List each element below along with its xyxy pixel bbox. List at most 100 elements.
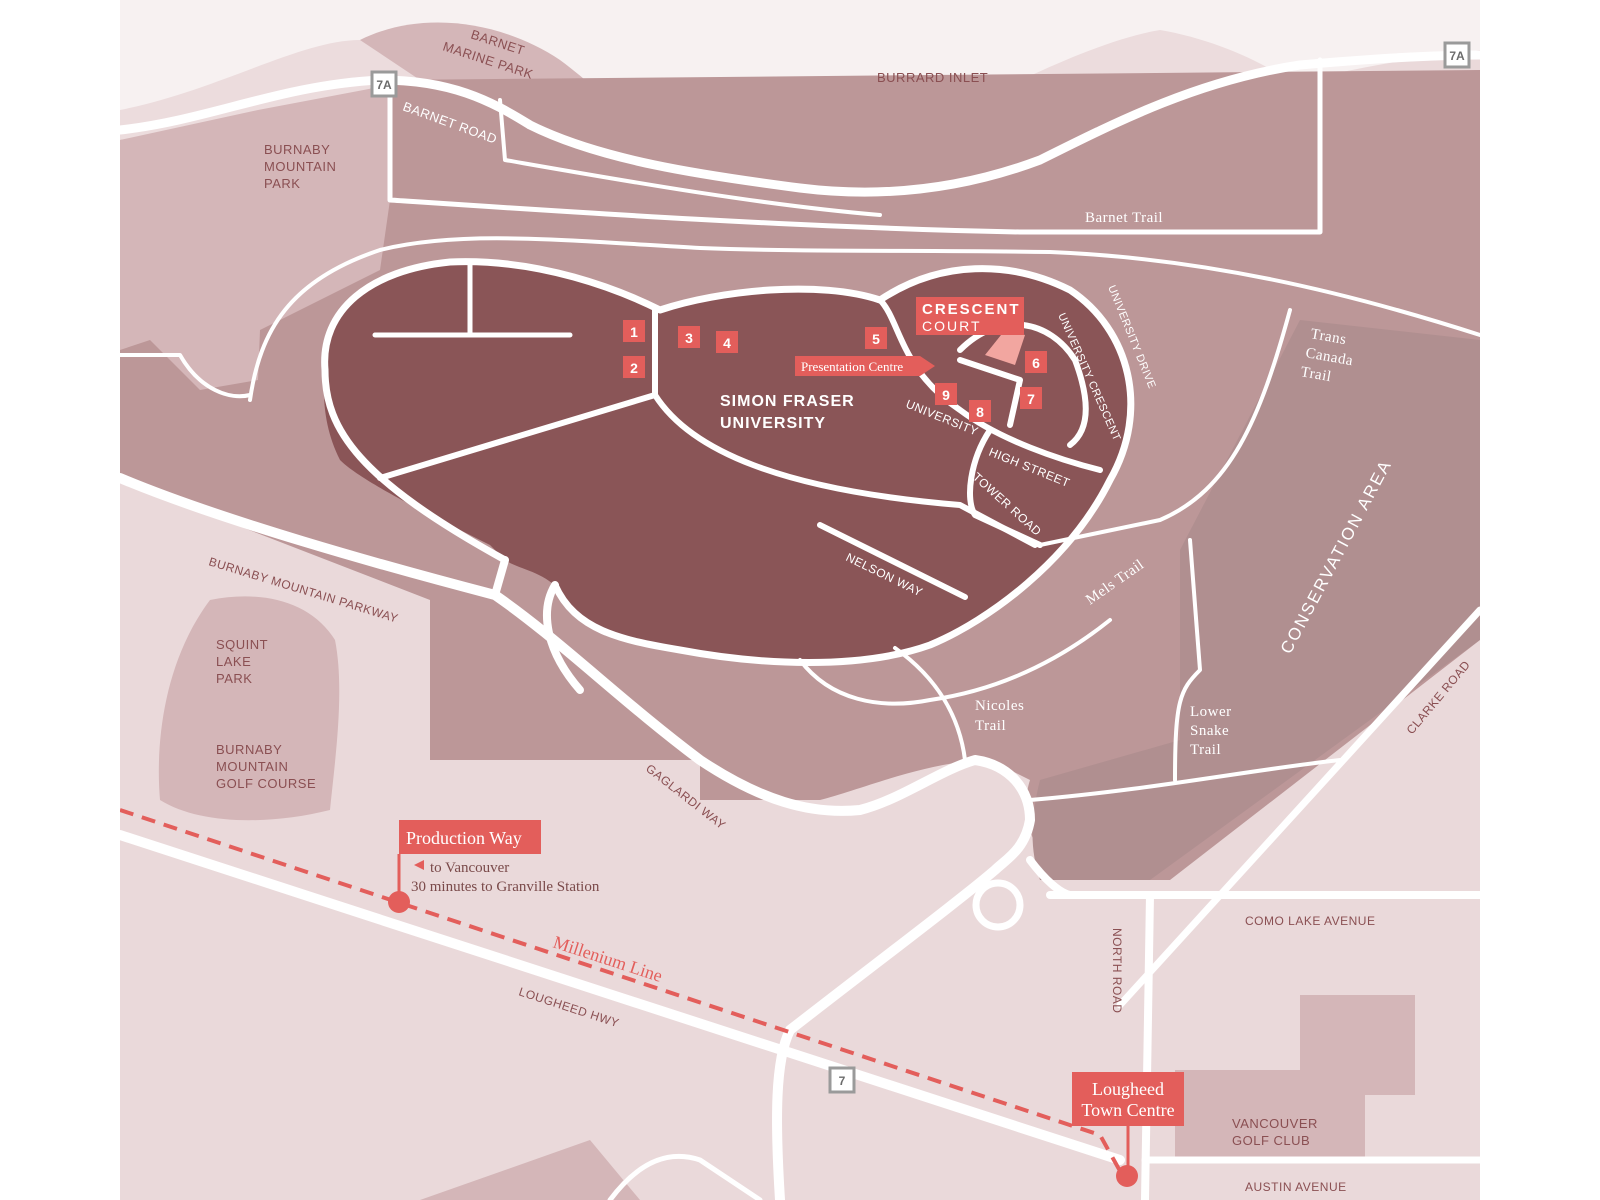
clarke-road-line: [1116, 606, 1484, 1009]
road-network: [115, 50, 1485, 1200]
golf-course-label-2: MOUNTAIN: [216, 759, 288, 774]
sfu-label-2: UNIVERSITY: [720, 415, 826, 432]
highway-shield-7: 7: [828, 1066, 856, 1094]
barnet-trail-west: [498, 98, 882, 217]
roundabout: [972, 879, 1024, 931]
lower-snake-trail-label-3: Trail: [1190, 742, 1221, 758]
ring-outer-trail: [248, 236, 1482, 402]
marker-3-label: 3: [685, 330, 693, 346]
crescent-court-title: CRESCENT: [922, 301, 1021, 318]
campus-south-loop: [543, 581, 584, 694]
marker-5-label: 5: [872, 331, 880, 347]
millenium-line-track: [119, 808, 1127, 1181]
to-vancouver-note: to Vancouver: [430, 860, 509, 876]
squint-lake-label-2: LAKE: [216, 654, 251, 669]
burnaby-mountain-park-label-1: BURNABY: [264, 142, 330, 157]
mels-trail-line: [1038, 308, 1292, 547]
highway-shield-label: 7: [839, 1074, 846, 1088]
mountain-park-road: [118, 353, 252, 399]
marker-8-label: 8: [976, 404, 984, 420]
golf-course-label-3: GOLF COURSE: [216, 776, 316, 791]
barnet-trail-line: [387, 57, 1323, 235]
squint-lake-label-1: SQUINT: [216, 637, 268, 652]
barnet-trail-label: Barnet Trail: [1085, 210, 1163, 226]
trans-canada-trail-label-1: Trans: [1309, 326, 1347, 348]
marker-7[interactable]: 7: [1020, 387, 1042, 409]
tower-road-cross: [957, 357, 1023, 428]
highway-shield-7a-west: 7A: [370, 70, 398, 98]
granville-time-note: 30 minutes to Granville Station: [411, 879, 600, 895]
presentation-centre-label: Presentation Centre: [801, 359, 903, 374]
burnaby-mountain-park-label-2: MOUNTAIN: [264, 159, 336, 174]
marker-9-label: 9: [942, 387, 950, 403]
marker-6[interactable]: 6: [1025, 351, 1047, 373]
arrow-left-icon: [414, 860, 424, 870]
nicoles-trail-label-1: Nicoles: [975, 698, 1024, 714]
presentation-centre-callout[interactable]: Presentation Centre: [795, 356, 935, 376]
lougheed-label-2: Town Centre: [1081, 1100, 1174, 1120]
lower-snake-trail-line: [1173, 538, 1202, 782]
burnaby-mountain-park-label-3: PARK: [264, 176, 300, 191]
crescent-court-callout[interactable]: CRESCENT COURT: [916, 297, 1024, 335]
marker-8[interactable]: 8: [969, 400, 991, 422]
highway-shield-label: 7A: [376, 78, 392, 92]
marker-1[interactable]: 1: [623, 320, 645, 342]
burnaby-mountain-park: [120, 85, 390, 390]
crescent-court-building: [985, 330, 1025, 365]
production-way-station[interactable]: Production Way: [388, 820, 541, 913]
marker-2-label: 2: [630, 360, 638, 376]
golf-course-label-1: BURNABY: [216, 742, 282, 757]
nelson-way-road: [817, 522, 968, 600]
burnaby-mountain-parkway-west: [491, 556, 509, 599]
marker-2[interactable]: 2: [623, 356, 645, 378]
production-way-label: Production Way: [406, 828, 522, 848]
burrard-inlet-label: BURRARD INLET: [877, 70, 988, 85]
lower-snake-trail-label-1: Lower: [1190, 704, 1232, 720]
conservation-area: [1032, 320, 1480, 880]
marker-5[interactable]: 5: [865, 327, 887, 349]
lougheed-dot: [1116, 1165, 1138, 1187]
vancouver-golf-club-area: [1175, 995, 1415, 1160]
marker-6-label: 6: [1032, 355, 1040, 371]
north-road-label: NORTH ROAD: [1110, 928, 1124, 1013]
connector-road: [1028, 758, 1342, 802]
lower-snake-trail-label-2: Snake: [1190, 723, 1229, 739]
marker-1-label: 1: [630, 324, 638, 340]
vancouver-golf-club-label-1: VANCOUVER: [1232, 1116, 1318, 1131]
nicoles-trail-line: [893, 646, 967, 762]
como-lake-avenue-label: COMO LAKE AVENUE: [1245, 914, 1375, 928]
campus-west-road: [321, 366, 509, 564]
trans-canada-trail-label-3: Trail: [1299, 364, 1332, 385]
marker-9[interactable]: 9: [935, 383, 957, 405]
right-margin: [1480, 0, 1600, 1200]
junction-link: [1026, 856, 1074, 899]
left-margin: [0, 0, 120, 1200]
lougheed-label-1: Lougheed: [1092, 1079, 1164, 1099]
lougheed-town-centre-station[interactable]: Lougheed Town Centre: [1072, 1072, 1184, 1187]
marker-4[interactable]: 4: [716, 331, 738, 353]
crescent-court-subtitle: COURT: [922, 318, 982, 334]
campus-outline-road: [321, 258, 1135, 666]
south-loop-road: [798, 618, 1112, 706]
bottom-park: [420, 1140, 640, 1200]
north-road-line: [1141, 891, 1154, 1200]
austin-avenue-label: AUSTIN AVENUE: [1245, 1180, 1347, 1194]
highway-shield-7a-east: 7A: [1443, 41, 1471, 69]
lougheed-hwy-line: [115, 830, 1125, 1165]
university-road: [877, 297, 1103, 473]
production-way-dot: [388, 891, 410, 913]
marker-7-label: 7: [1027, 391, 1035, 407]
vancouver-golf-club-label-2: GOLF CLUB: [1232, 1133, 1310, 1148]
sfu-campus: [323, 261, 1131, 663]
bottom-road: [607, 1153, 763, 1200]
squint-lake-golf-area: [158, 596, 340, 821]
high-street-road: [967, 427, 1043, 548]
highway-shield-label: 7A: [1449, 49, 1465, 63]
marker-3[interactable]: 3: [678, 326, 700, 348]
nicoles-trail-label-2: Trail: [975, 718, 1006, 734]
marker-4-label: 4: [723, 335, 731, 351]
squint-lake-label-3: PARK: [216, 671, 252, 686]
campus-inner-curve: [652, 392, 1038, 548]
sfu-label-1: SIMON FRASER: [720, 393, 855, 410]
